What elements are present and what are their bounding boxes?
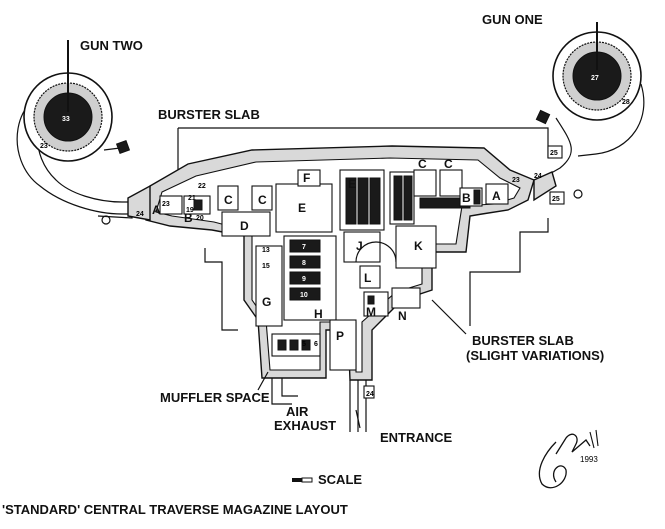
signature-year: 1993 — [580, 455, 598, 464]
svg-text:6: 6 — [314, 341, 318, 348]
label-exhaust: EXHAUST — [274, 418, 336, 433]
label-air: AIR — [286, 404, 309, 419]
label-k: K — [414, 239, 423, 253]
scale-bar — [292, 477, 313, 483]
label-a-right: A — [492, 189, 501, 203]
gun-two-center-number: 33 — [62, 116, 70, 123]
gun-two-emplacement: 33 23 — [16, 40, 147, 225]
gun-two-edge-number: 23 — [40, 143, 48, 150]
svg-text:19: 19 — [186, 207, 194, 214]
label-b-right: B — [462, 191, 471, 205]
label-j: J — [356, 239, 363, 253]
gun-one-emplacement: 27 28 25 25 — [535, 22, 645, 205]
label-b-left: B — [184, 211, 193, 225]
svg-text:23: 23 — [512, 177, 520, 184]
central-magazine: 7 8 9 10 — [145, 145, 535, 381]
room-n — [391, 287, 421, 309]
burster-slab-outline — [177, 127, 549, 331]
label-gun-two: GUN TWO — [80, 38, 143, 53]
air-exhaust — [271, 378, 298, 405]
label-burster-slab-right-2: (SLIGHT VARIATIONS) — [466, 348, 604, 363]
room-c-right-2 — [439, 169, 463, 197]
label-a-left: A — [152, 203, 161, 217]
label-g: G — [262, 295, 271, 309]
svg-text:8: 8 — [302, 260, 306, 267]
label-c-right-2: C — [444, 157, 453, 171]
room-k — [395, 225, 437, 269]
label-e-right: E — [348, 177, 356, 191]
label-c-right-1: C — [418, 157, 427, 171]
box-25-lower — [549, 191, 565, 205]
svg-text:7: 7 — [302, 244, 306, 251]
room-c-left-1 — [217, 185, 239, 211]
label-m: M — [366, 305, 376, 319]
diagram-caption: 'STANDARD' CENTRAL TRAVERSE MAGAZINE LAY… — [2, 502, 348, 517]
svg-text:25: 25 — [552, 196, 560, 203]
svg-text:13: 13 — [262, 247, 270, 254]
room-a-right — [485, 183, 509, 205]
signature-mark: 1993 — [538, 429, 599, 489]
svg-text:25: 25 — [550, 150, 558, 157]
label-burster-slab-top: BURSTER SLAB — [158, 107, 260, 122]
svg-text:23: 23 — [162, 201, 170, 208]
room-c-right-1 — [413, 169, 437, 197]
label-f: F — [303, 171, 310, 185]
label-c-left-1: C — [224, 193, 233, 207]
label-h: H — [314, 307, 323, 321]
label-e-left: E — [298, 201, 306, 215]
svg-text:24: 24 — [366, 391, 374, 398]
room-g — [255, 245, 283, 327]
svg-text:22: 22 — [198, 183, 206, 190]
label-d: D — [240, 219, 249, 233]
room-f — [297, 169, 321, 187]
label-l: L — [364, 271, 371, 285]
svg-text:21: 21 — [188, 195, 196, 202]
label-entrance: ENTRANCE — [380, 430, 453, 445]
label-p: P — [336, 329, 344, 343]
label-burster-slab-right-1: BURSTER SLAB — [472, 333, 574, 348]
room-c-left-2 — [251, 185, 273, 211]
svg-text:24: 24 — [534, 173, 542, 180]
room-d — [221, 211, 271, 237]
svg-text:5: 5 — [302, 341, 306, 348]
gun-one-edge-number: 28 — [622, 99, 630, 106]
label-muffler-space: MUFFLER SPACE — [160, 390, 270, 405]
room-p — [329, 319, 357, 371]
svg-text:10: 10 — [300, 292, 308, 299]
svg-text:20: 20 — [196, 215, 204, 222]
label-scale: SCALE — [318, 472, 362, 487]
svg-text:15: 15 — [262, 263, 270, 270]
svg-text:9: 9 — [302, 276, 306, 283]
gun-one-center-number: 27 — [591, 75, 599, 82]
label-gun-one: GUN ONE — [482, 12, 543, 27]
label-c-left-2: C — [258, 193, 267, 207]
room-l — [359, 265, 381, 289]
svg-text:24: 24 — [136, 211, 144, 218]
room-a-left — [159, 195, 183, 215]
box-25-upper — [547, 145, 563, 159]
label-n: N — [398, 309, 407, 323]
